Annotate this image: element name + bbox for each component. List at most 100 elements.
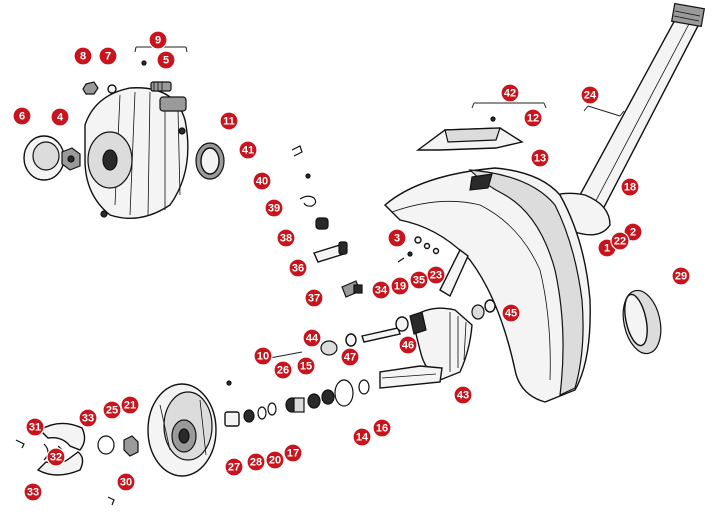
callout-23: 23 [426, 265, 446, 285]
callout-33: 33 [23, 482, 43, 502]
callout-label: 35 [413, 275, 425, 287]
callout-35: 35 [409, 270, 429, 290]
callout-label: 46 [402, 340, 414, 352]
callout-label: 38 [280, 233, 292, 245]
callout-31: 31 [25, 417, 45, 437]
callout-label: 18 [624, 182, 636, 194]
callout-label: 16 [376, 423, 388, 435]
callout-26: 26 [273, 360, 293, 380]
callout-44: 44 [302, 328, 322, 348]
callout-43: 43 [453, 385, 473, 405]
callout-29: 29 [671, 266, 691, 286]
callout-37: 37 [304, 288, 324, 308]
callout-3: 3 [387, 228, 407, 248]
callout-16: 16 [372, 418, 392, 438]
callout-27: 27 [224, 457, 244, 477]
callout-17: 17 [283, 443, 303, 463]
callout-41: 41 [238, 140, 258, 160]
callout-2: 2 [623, 222, 643, 242]
hub-cap [23, 135, 65, 181]
callout-label: 43 [457, 390, 469, 402]
callout-36: 36 [288, 258, 308, 278]
callout-28: 28 [246, 452, 266, 472]
callout-46: 46 [398, 335, 418, 355]
callout-label: 29 [675, 271, 687, 283]
callout-label: 30 [120, 477, 132, 489]
callout-10: 10 [253, 346, 273, 366]
callout-label: 5 [163, 55, 169, 67]
callout-7: 7 [98, 46, 118, 66]
callout-label: 45 [505, 308, 517, 320]
callout-32: 32 [46, 447, 66, 467]
callout-42: 42 [500, 83, 520, 103]
bushing-29 [622, 289, 662, 355]
callout-label: 27 [228, 462, 240, 474]
callout-33: 33 [78, 408, 98, 428]
callout-label: 22 [614, 236, 626, 248]
callout-40: 40 [252, 171, 272, 191]
callout-19: 19 [390, 276, 410, 296]
callout-6: 6 [12, 106, 32, 126]
callout-label: 6 [19, 111, 25, 123]
callout-label: 36 [292, 263, 304, 275]
brake-drum [84, 87, 189, 220]
steering-tube [544, 2, 706, 236]
fender-hardware [397, 236, 440, 263]
callout-label: 41 [242, 145, 254, 157]
callout-24: 24 [580, 85, 600, 105]
callout-label: 28 [250, 457, 262, 469]
callout-38: 38 [276, 228, 296, 248]
callout-label: 33 [27, 487, 39, 499]
parts-artwork [15, 2, 706, 506]
callout-25: 25 [102, 400, 122, 420]
callout-label: 12 [527, 113, 539, 125]
callout-11: 11 [219, 111, 239, 131]
callout-label: 2 [630, 227, 636, 239]
callout-label: 24 [584, 90, 597, 102]
callout-label: 21 [124, 400, 136, 412]
callout-15: 15 [296, 356, 316, 376]
callout-label: 13 [534, 153, 546, 165]
axle-stack [224, 379, 370, 427]
brake-anchor-plate [147, 380, 232, 477]
callout-label: 19 [394, 281, 406, 293]
callout-9: 9 [148, 30, 168, 50]
callout-8: 8 [73, 46, 93, 66]
callout-21: 21 [120, 395, 140, 415]
callout-label: 44 [306, 333, 319, 345]
arm-bushings [320, 299, 496, 356]
callout-label: 3 [394, 233, 400, 245]
callout-39: 39 [264, 198, 284, 218]
callout-4: 4 [50, 107, 70, 127]
callout-13: 13 [530, 148, 550, 168]
callout-label: 9 [155, 35, 161, 47]
callout-18: 18 [620, 177, 640, 197]
small-parts-column [291, 145, 363, 298]
callout-label: 4 [57, 112, 64, 124]
callout-label: 26 [277, 365, 289, 377]
front-fender [383, 167, 591, 403]
callout-5: 5 [156, 50, 176, 70]
callout-47: 47 [340, 347, 360, 367]
callout-label: 34 [375, 285, 388, 297]
callout-label: 10 [257, 351, 269, 363]
callout-label: 31 [29, 422, 41, 434]
callout-label: 33 [82, 413, 94, 425]
callout-label: 14 [356, 432, 369, 444]
misc-small-parts [15, 435, 139, 506]
callout-30: 30 [116, 472, 136, 492]
callout-label: 11 [223, 116, 235, 128]
callout-34: 34 [371, 280, 391, 300]
callout-label: 17 [287, 448, 299, 460]
leader-lines [134, 46, 625, 359]
callout-12: 12 [523, 108, 543, 128]
callout-22: 22 [610, 231, 630, 251]
callout-label: 23 [430, 270, 442, 282]
callout-45: 45 [501, 303, 521, 323]
callout-label: 1 [604, 243, 610, 255]
callout-label: 25 [106, 405, 118, 417]
callout-label: 20 [269, 455, 281, 467]
callout-20: 20 [265, 450, 285, 470]
